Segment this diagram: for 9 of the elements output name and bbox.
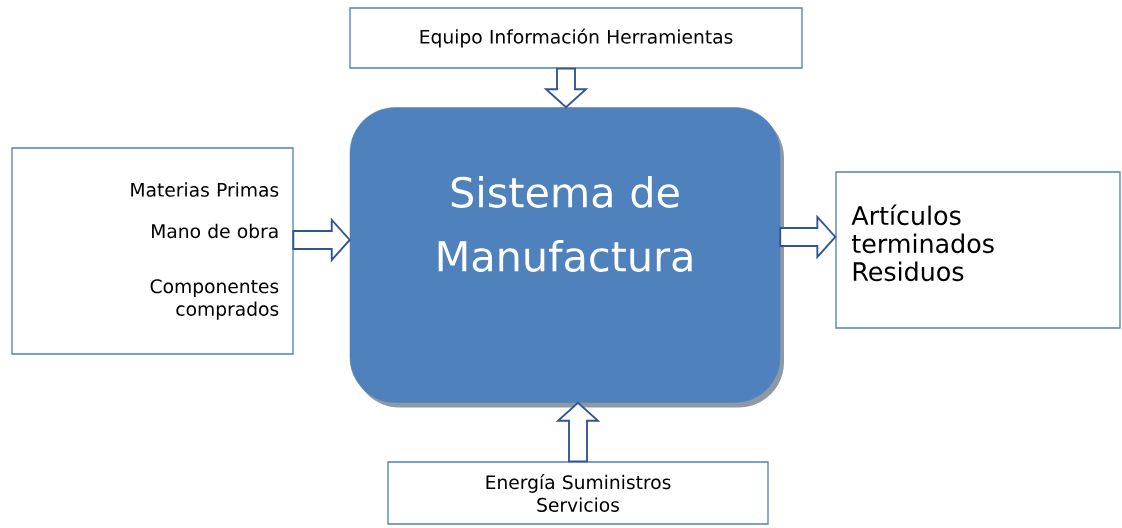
input-box: Energía Suministros Servicios	[387, 461, 769, 525]
block-arrow	[555, 401, 601, 463]
block-arrow	[543, 67, 589, 109]
block-arrow	[292, 217, 351, 263]
process-box: Sistema de Manufactura	[349, 107, 784, 408]
block-arrow	[779, 214, 837, 260]
output-box: Artículos terminados Residuos	[835, 171, 1121, 329]
input-box: Equipo Información Herramientas	[349, 7, 803, 69]
input-box: Materias Primas Mano de obra Componentes comprados	[11, 147, 294, 355]
